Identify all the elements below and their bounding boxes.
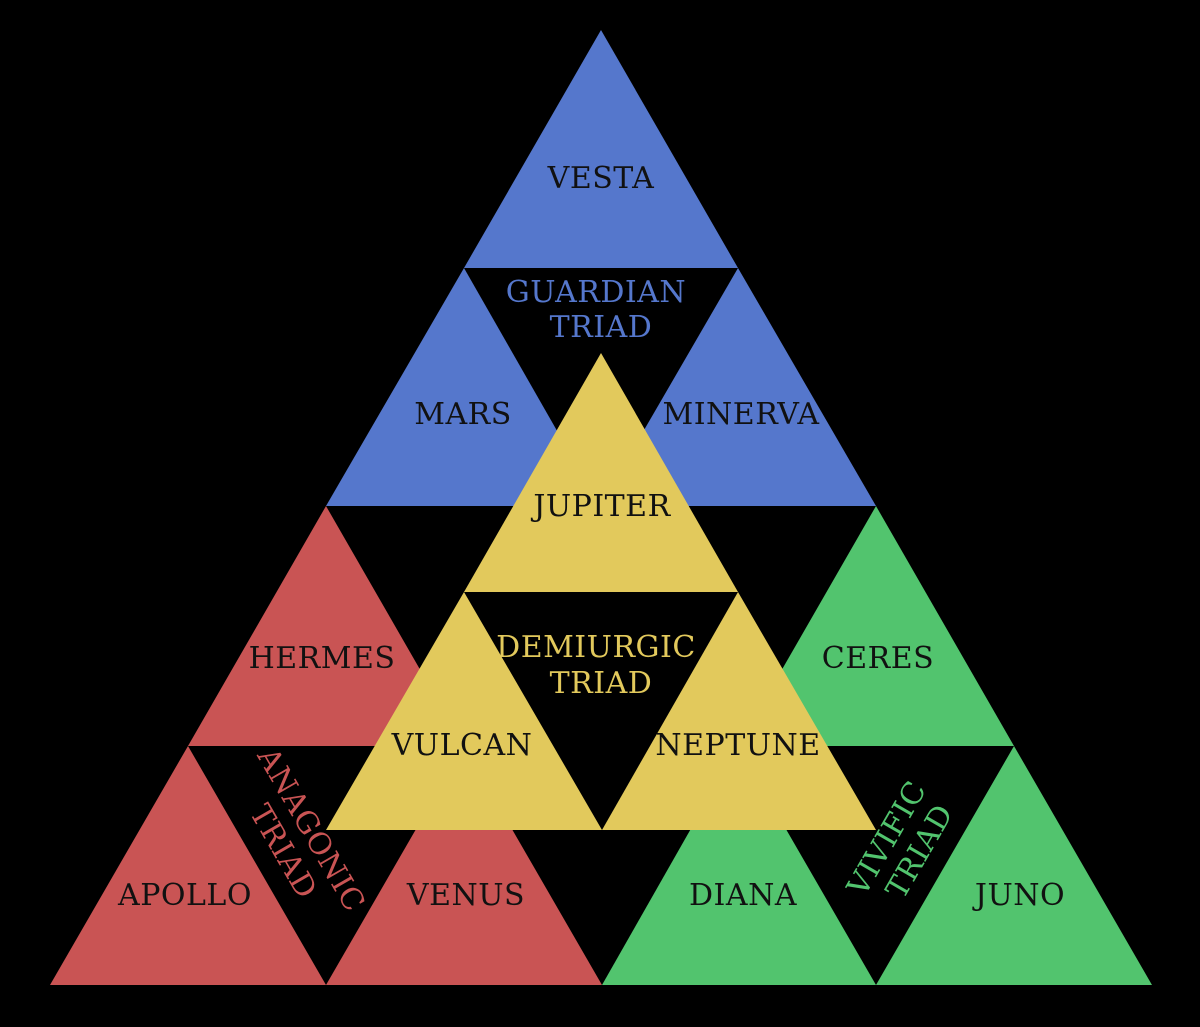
guardian-triad-label-line2: TRIAD [550, 310, 653, 345]
ceres-label: CERES [822, 641, 934, 676]
vivific-triad [602, 506, 1152, 985]
guardian-triad-label-line1: GUARDIAN [506, 275, 686, 310]
vulcan-triangle [326, 592, 602, 830]
anagogic-triad [50, 506, 602, 985]
juno-triangle [876, 746, 1152, 985]
mars-triangle [326, 268, 600, 506]
apollo-triangle [50, 746, 326, 985]
minerva-label: MINERVA [662, 397, 819, 432]
minerva-triangle [600, 268, 876, 506]
juno-label: JUNO [972, 878, 1065, 913]
jupiter-triangle [464, 353, 738, 592]
guardian-triad [326, 30, 876, 506]
demiurgic-triad-label-line1: DEMIURGIC [496, 630, 696, 665]
guardian-triad-label: GUARDIAN TRIAD [506, 275, 696, 345]
vesta-label: VESTA [547, 161, 655, 196]
neptune-triangle [602, 592, 876, 830]
apollo-label: APOLLO [117, 878, 252, 913]
hermes-triangle [188, 506, 464, 746]
demiurgic-triad-label-line2: TRIAD [550, 666, 653, 701]
venus-triangle [326, 746, 602, 985]
neptune-label: NEPTUNE [655, 728, 820, 763]
hermes-label: HERMES [249, 641, 396, 676]
mars-label: MARS [414, 397, 512, 432]
demiurgic-triad-label: DEMIURGIC TRIAD [496, 630, 706, 701]
jupiter-label: JUPITER [530, 489, 671, 524]
vesta-triangle [464, 30, 738, 268]
vulcan-label: VULCAN [391, 728, 533, 763]
demiurgic-triad [326, 353, 876, 830]
venus-label: VENUS [406, 878, 525, 913]
ceres-triangle [738, 506, 1014, 746]
diana-label: DIANA [689, 878, 797, 913]
diana-triangle [602, 746, 876, 985]
